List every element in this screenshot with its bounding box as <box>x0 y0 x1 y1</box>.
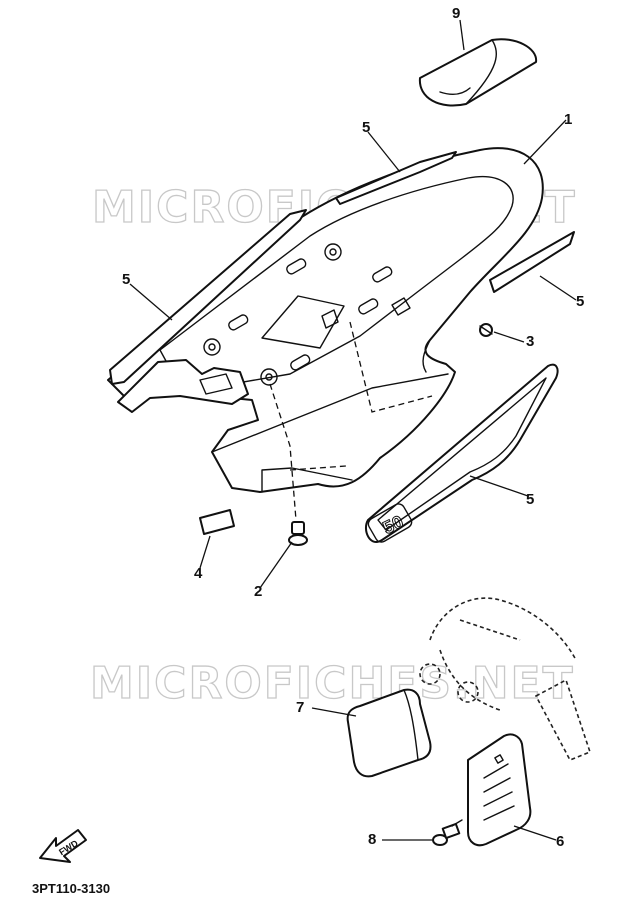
callout-1: 1 <box>564 111 572 128</box>
callout-6: 6 <box>556 833 564 850</box>
part-4-pad <box>199 509 235 535</box>
part-2-screw <box>288 521 308 546</box>
callout-4: 4 <box>194 565 203 582</box>
part-3-bolt <box>479 323 493 337</box>
callout-5-top: 5 <box>362 119 370 136</box>
callout-7: 7 <box>296 699 304 716</box>
callout-5-left: 5 <box>122 271 130 288</box>
part-1-rear-fender <box>107 147 544 493</box>
part-7-side-cover <box>346 688 432 778</box>
diagram-code: 3PT110-3130 <box>32 881 110 896</box>
callout-2: 2 <box>254 583 262 600</box>
part-5-stripe-top <box>335 151 457 205</box>
part-5-side-cover-decal: 50 <box>364 363 559 543</box>
callout-5-bottom: 5 <box>526 491 534 508</box>
part-5-stripe-left <box>109 209 307 385</box>
watermark-bottom: MICROFICHES.NET <box>90 658 575 709</box>
part-5-stripe-right <box>489 231 575 293</box>
callout-9: 9 <box>452 5 460 22</box>
forward-arrow-icon: FWD <box>39 829 87 863</box>
callout-8: 8 <box>368 831 376 848</box>
part-6-vented-cover <box>467 733 532 847</box>
part-9-cap <box>418 38 538 107</box>
frame-section-ghost <box>419 597 591 762</box>
callout-3: 3 <box>526 333 534 350</box>
part-8-bolt <box>432 819 463 846</box>
callout-5-right: 5 <box>576 293 584 310</box>
